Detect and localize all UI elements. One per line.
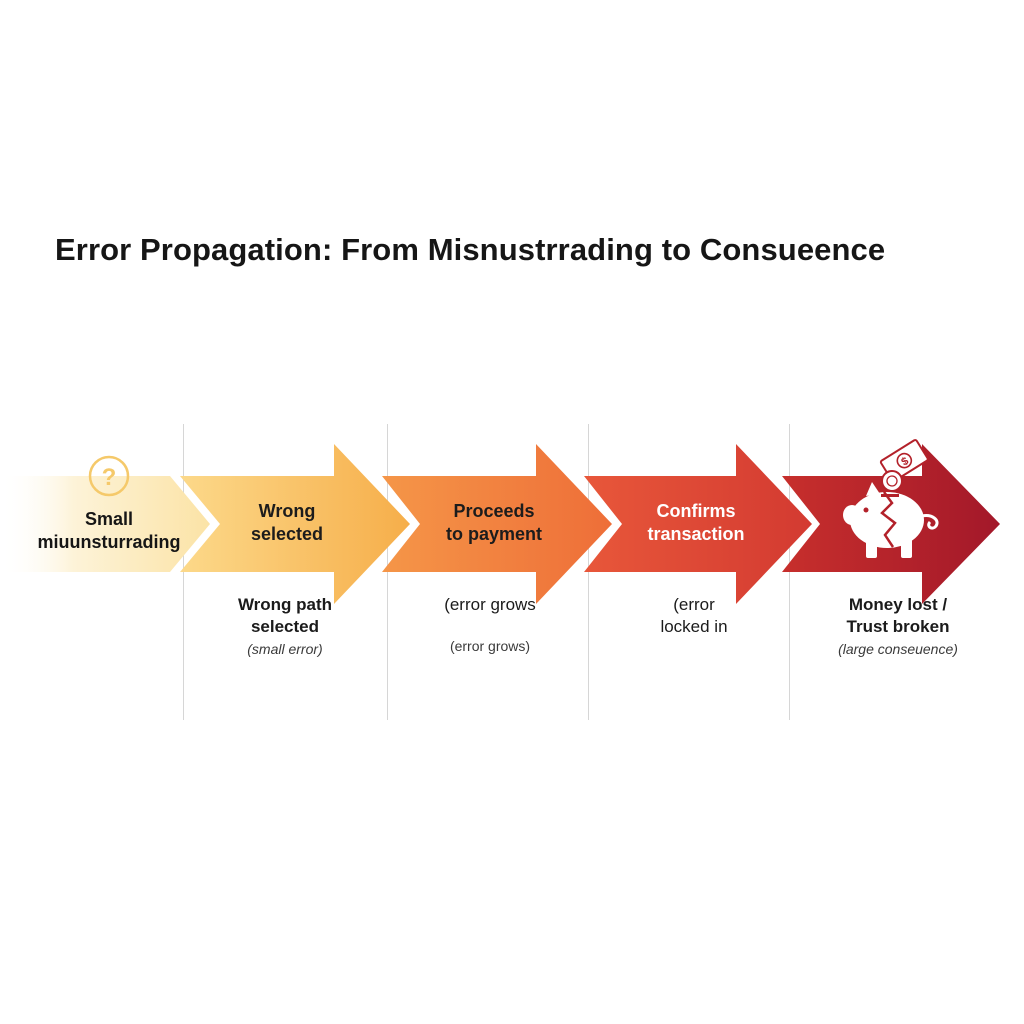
svg-text:$: $ bbox=[899, 455, 911, 468]
stage-3-label-line: Proceeds bbox=[453, 501, 535, 521]
stage-2-arrow bbox=[180, 444, 410, 604]
stage-5-caption: Money lost / Trust broken (large conseue… bbox=[808, 594, 988, 657]
stage-4-caption: (error locked in bbox=[614, 594, 774, 638]
stage-2-label-line: selected bbox=[250, 524, 324, 544]
question-circle-icon: ? bbox=[88, 455, 130, 497]
diagram-title: Error Propagation: From Misnustrrading t… bbox=[55, 232, 886, 267]
stage-4-arrow bbox=[584, 444, 812, 604]
stage-1-label: Small miuunsturrading bbox=[28, 508, 190, 554]
stage-3-caption-line: (error grows bbox=[444, 595, 536, 614]
stage-2-caption-line: Wrong path bbox=[237, 595, 333, 614]
stage-3-label: Proceeds to payment bbox=[414, 500, 574, 546]
stage-3-arrow bbox=[382, 444, 612, 604]
stage-2-label-line: Wrong bbox=[258, 501, 316, 521]
stage-4-label: Confirms transaction bbox=[616, 500, 776, 546]
stage-4-label-line: Confirms bbox=[656, 501, 736, 521]
stage-4-caption-line: (error bbox=[673, 595, 715, 614]
stage-2-caption-line: selected bbox=[250, 617, 320, 636]
stage-5-caption-sub: (large conseuence) bbox=[838, 641, 958, 657]
broken-piggy-bank-icon: $ bbox=[843, 439, 939, 558]
stage-2-caption-sub: (small error) bbox=[247, 641, 323, 657]
stage-4-caption-line: locked in bbox=[660, 617, 728, 636]
stage-2-label: Wrong selected bbox=[212, 500, 362, 546]
stage-1-label-line: miuunsturrading bbox=[37, 532, 181, 552]
stage-4-label-line: transaction bbox=[647, 524, 745, 544]
stage-2-caption: Wrong path selected (small error) bbox=[205, 594, 365, 657]
stage-3-caption: (error grows (error grows) bbox=[410, 594, 570, 654]
svg-text:?: ? bbox=[102, 464, 117, 491]
stage-1-chevron bbox=[0, 476, 210, 572]
stage-5-caption-line: Money lost / bbox=[848, 595, 948, 614]
stage-5-caption-line: Trust broken bbox=[846, 617, 950, 636]
stage-1-label-line: Small bbox=[84, 509, 134, 529]
stage-3-label-line: to payment bbox=[445, 524, 542, 544]
stage-3-caption-sub: (error grows) bbox=[449, 638, 531, 654]
